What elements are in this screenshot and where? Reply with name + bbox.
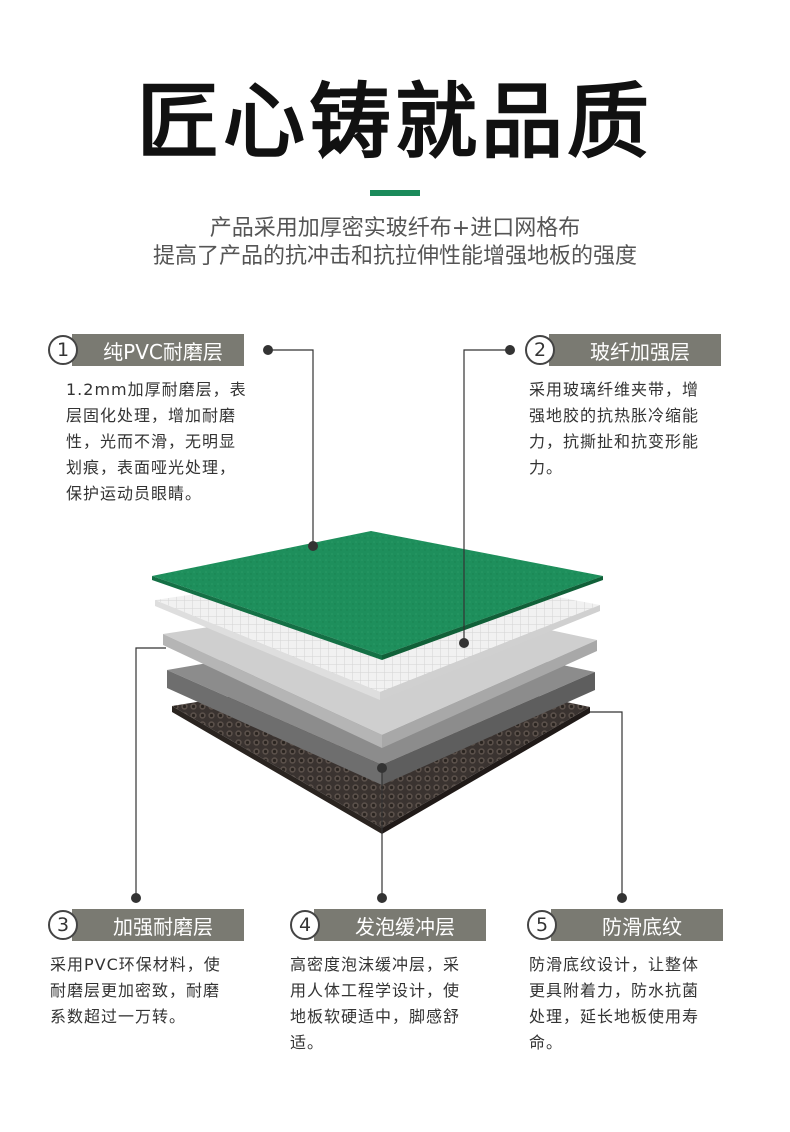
layer-name-1: 纯PVC耐磨层	[72, 334, 244, 366]
subtitle-line-1: 产品采用加厚密实玻纤布+进口网格布	[209, 216, 581, 241]
layer-tag-2: 2 玻纤加强层	[525, 334, 721, 366]
layer-desc-5: 防滑底纹设计，让整体 更具附着力，防水抗菌 处理，延长地板使用寿 命。	[529, 955, 700, 1052]
layer-tag-3: 3 加强耐磨层	[48, 909, 244, 941]
subtitle-line-2: 提高了产品的抗冲击和抗拉伸性能增强地板的强度	[152, 244, 637, 269]
layer-name-3: 加强耐磨层	[72, 909, 244, 941]
layer-pvc-top	[152, 531, 603, 660]
layer-number-1: 1	[48, 335, 78, 365]
layer-desc-2: 采用玻璃纤维夹带，增 强地胶的抗热胀冷缩能 力，抗撕扯和抗变形能 力。	[529, 380, 700, 477]
layer-name-4: 发泡缓冲层	[314, 909, 486, 941]
layer-tag-1: 1 纯PVC耐磨层	[48, 334, 244, 366]
title-underline	[370, 190, 420, 196]
layer-number-4: 4	[290, 910, 320, 940]
layer-name-5: 防滑底纹	[551, 909, 723, 941]
layer-desc-4: 高密度泡沫缓冲层，采 用人体工程学设计，使 地板软硬适中，脚感舒 适。	[290, 955, 461, 1052]
layer-number-2: 2	[525, 335, 555, 365]
layer-name-2: 玻纤加强层	[549, 334, 721, 366]
page-title: 匠心铸就品质	[136, 75, 653, 170]
layer-number-3: 3	[48, 910, 78, 940]
layer-tag-4: 4 发泡缓冲层	[290, 909, 486, 941]
layer-desc-1: 1.2mm加厚耐磨层，表 层固化处理，增加耐磨 性，光而不滑，无明显 划痕，表面…	[66, 380, 247, 503]
layer-desc-3: 采用PVC环保材料，使 耐磨层更加密致，耐磨 系数超过一万转。	[50, 955, 221, 1026]
layer-tag-5: 5 防滑底纹	[527, 909, 723, 941]
layer-number-5: 5	[527, 910, 557, 940]
